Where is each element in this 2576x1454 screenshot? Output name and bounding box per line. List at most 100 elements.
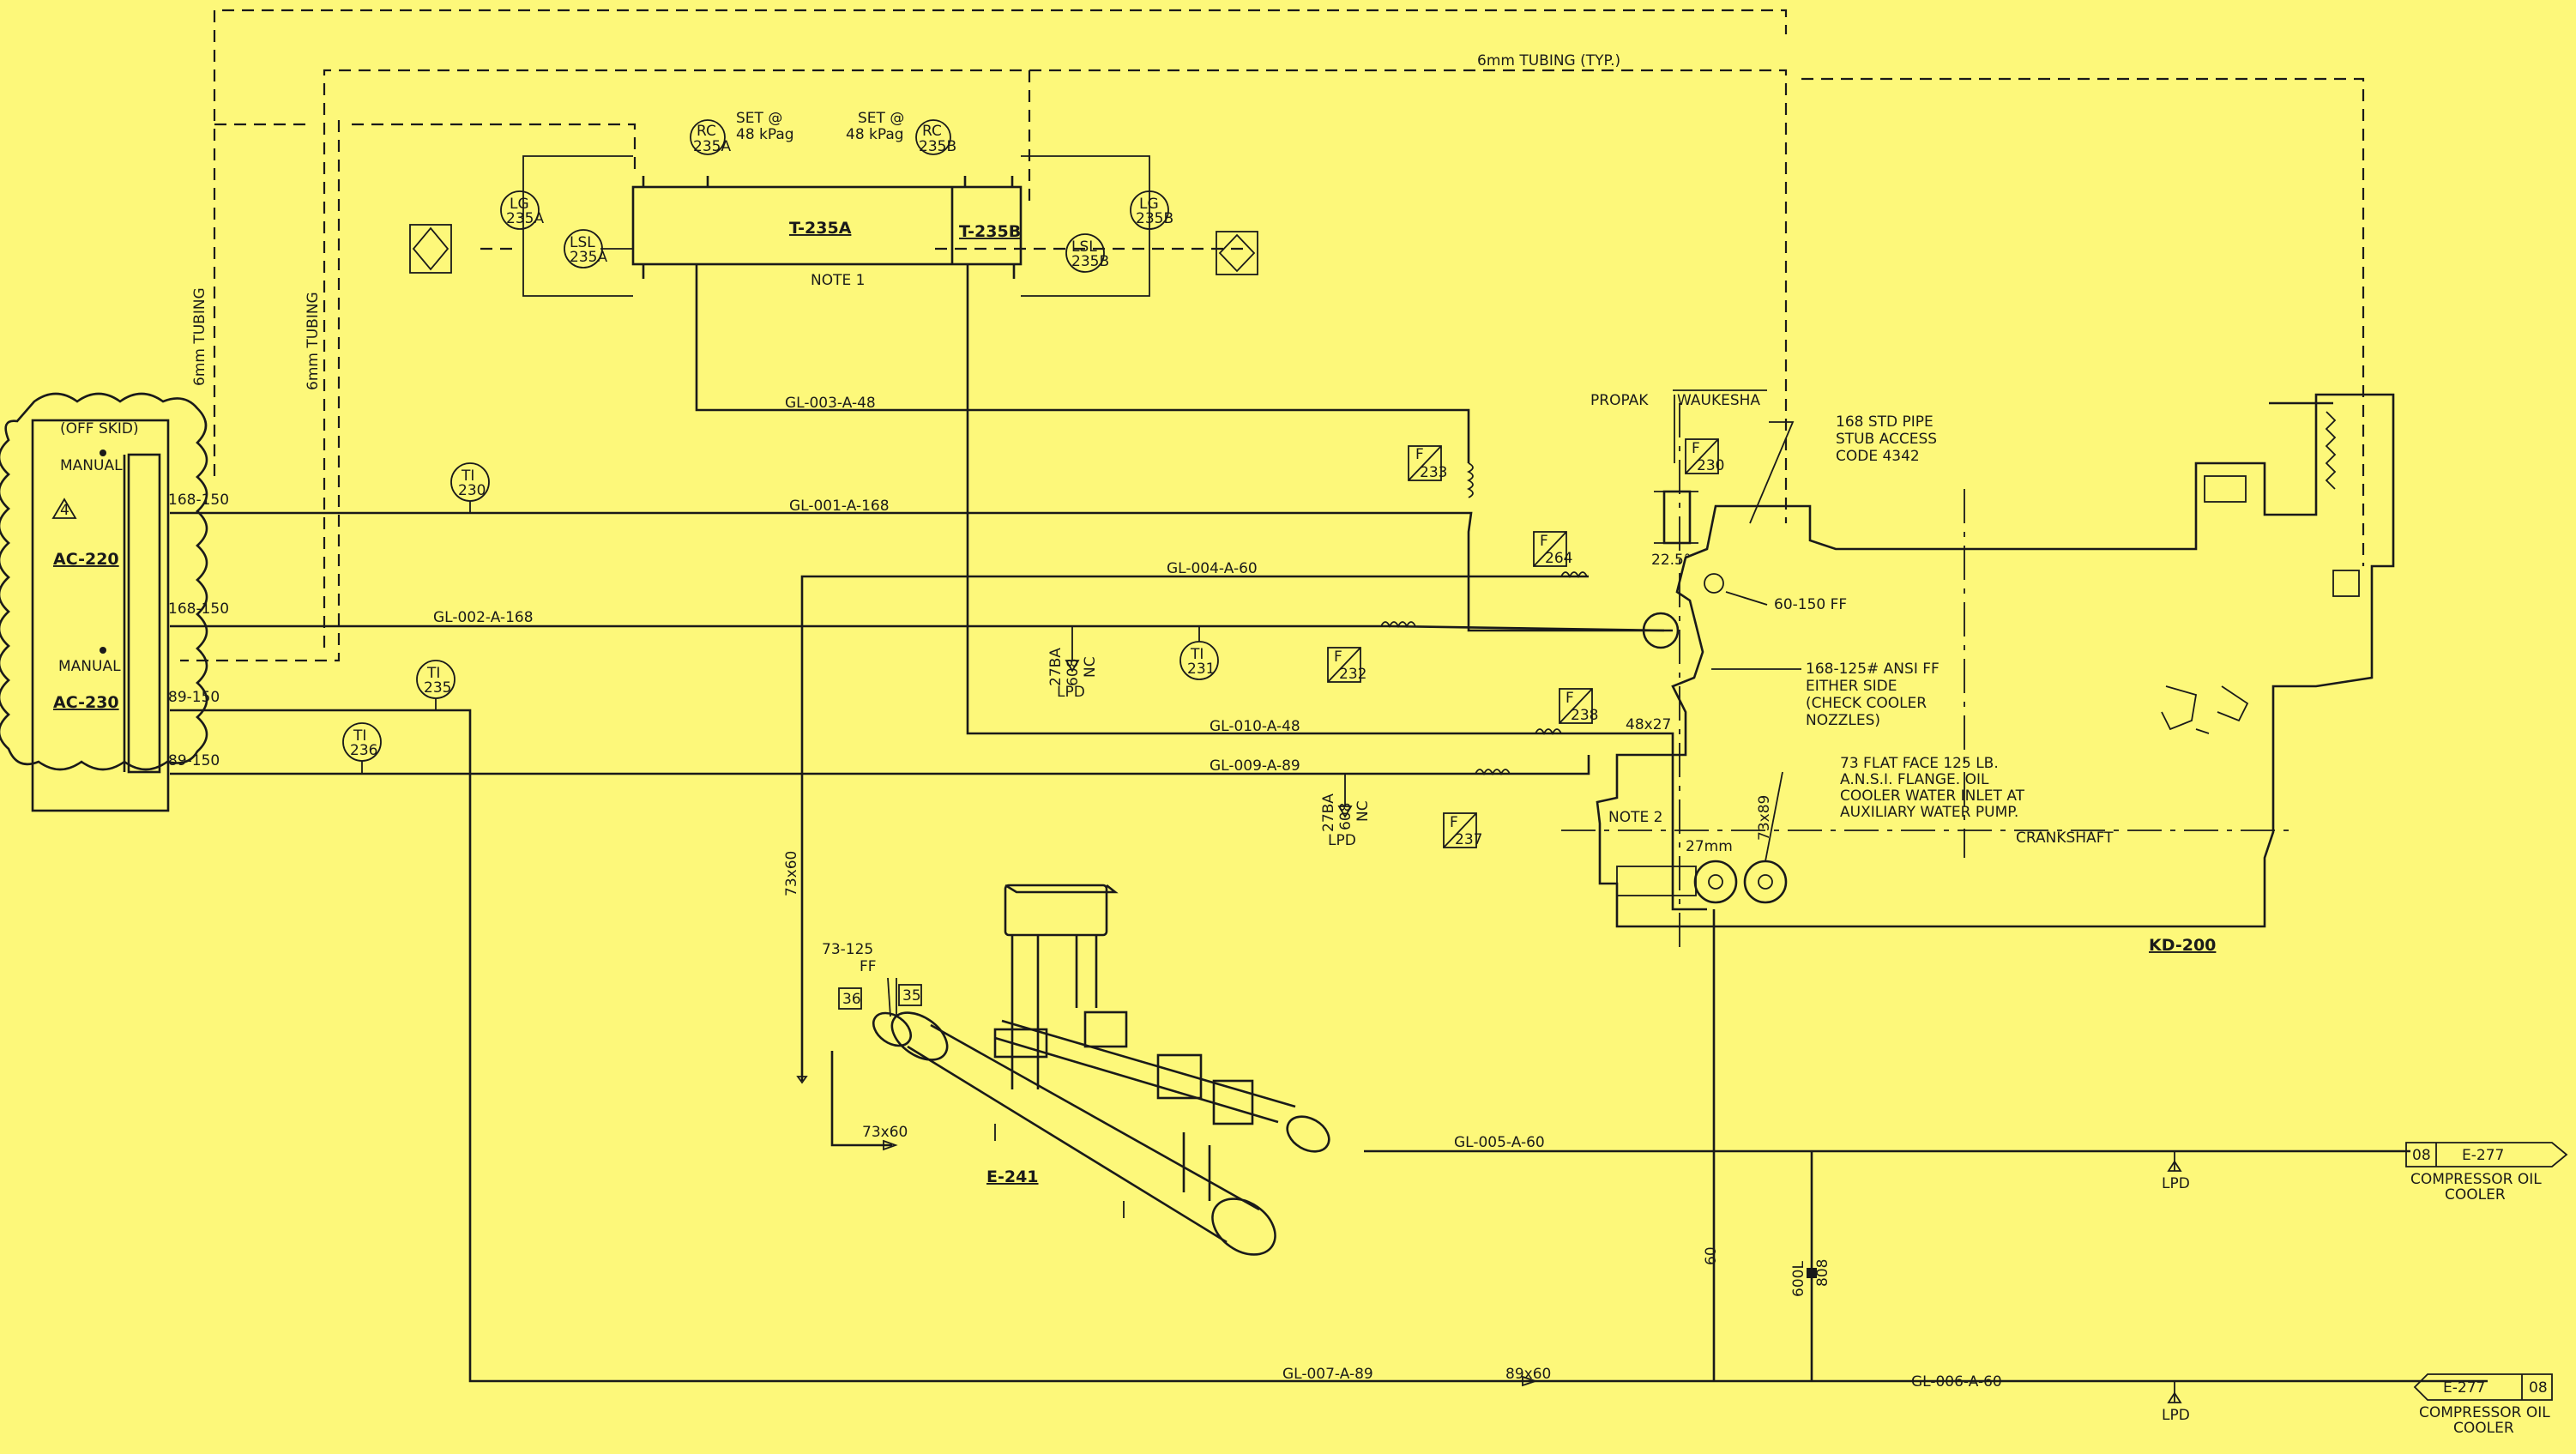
ansi-line-1: 168-125# ANSI FF xyxy=(1806,661,1940,678)
svg-text:235B: 235B xyxy=(1136,210,1173,227)
lsl-235b xyxy=(1065,233,1105,273)
svg-text:LSL: LSL xyxy=(570,234,595,251)
offpage-top: 08 E-277 COMPRESSOR OIL COOLER xyxy=(2405,1142,2568,1204)
tubing-vertical-label-1: 6mm TUBING xyxy=(191,287,208,386)
svg-text:F: F xyxy=(1692,440,1700,457)
size-89-150-b: 89-150 xyxy=(168,752,220,769)
flange-line-2: A.N.S.I. FLANGE. OIL xyxy=(1840,771,1989,788)
svg-text:F: F xyxy=(1334,649,1342,666)
line-gl003: GL-003-A-48 xyxy=(785,395,876,412)
size-48x27: 48x27 xyxy=(1626,716,1671,733)
ac230-label: AC-230 xyxy=(53,693,119,712)
signal-tubing xyxy=(180,9,2365,662)
svg-text:LG: LG xyxy=(510,196,529,213)
svg-text:230: 230 xyxy=(458,482,486,499)
svg-text:236: 236 xyxy=(350,742,377,759)
size-60: 60 xyxy=(1703,1246,1720,1265)
drain-2: 27BA 608 NC LPD xyxy=(1320,774,1372,849)
svg-text:35: 35 xyxy=(902,987,921,1005)
svg-text:NC: NC xyxy=(1082,656,1099,678)
flex-connector-4 xyxy=(1535,728,1562,736)
tubing-vertical-label-2: 6mm TUBING xyxy=(305,292,322,390)
svg-text:TI: TI xyxy=(353,727,366,745)
svg-text:F: F xyxy=(1415,446,1424,463)
lg-235b xyxy=(1130,190,1169,230)
stub-line-1: 168 STD PIPE xyxy=(1836,413,1934,431)
stub-line-2: STUB ACCESS xyxy=(1836,431,1937,448)
ac220-label: AC-220 xyxy=(53,550,119,569)
svg-text:F: F xyxy=(1540,533,1548,550)
tubing-typ-label: 6mm TUBING (TYP.) xyxy=(1477,52,1620,69)
svg-text:608: 608 xyxy=(1065,659,1082,686)
svg-text:08: 08 xyxy=(2412,1147,2431,1164)
lsl-235a xyxy=(564,229,603,268)
flange-line-4: AUXILIARY WATER PUMP. xyxy=(1840,804,2018,821)
fj-tag-230: F 230 xyxy=(1685,438,1724,474)
tank-b-label: T-235B xyxy=(959,222,1021,241)
angle-label: 22.5° xyxy=(1651,552,1691,569)
svg-text:LPD: LPD xyxy=(2162,1407,2190,1424)
propak-label: PROPAK xyxy=(1590,392,1649,409)
fj-tag-233: F 233 xyxy=(1408,445,1447,481)
valve-808: 808 xyxy=(1814,1259,1831,1287)
offpage-bottom: E-277 08 COMPRESSOR OIL COOLER xyxy=(2413,1373,2553,1437)
valve-600l: 600L xyxy=(1790,1261,1807,1297)
svg-text:TI: TI xyxy=(461,468,474,485)
note1-label: NOTE 1 xyxy=(811,272,865,289)
svg-text:F: F xyxy=(1450,814,1458,831)
size-168-150-a: 168-150 xyxy=(168,492,229,509)
line-gl007: GL-007-A-89 xyxy=(1282,1366,1373,1383)
svg-text:235B: 235B xyxy=(1071,253,1109,270)
fj-tag-237: F 237 xyxy=(1443,812,1482,848)
engine-kd200 xyxy=(1561,393,2395,952)
flex-connector-5 xyxy=(1475,769,1511,776)
svg-text:LSL: LSL xyxy=(1071,238,1097,256)
svg-text:RC: RC xyxy=(922,123,942,140)
size-27mm: 27mm xyxy=(1686,838,1733,855)
size-89-150-a: 89-150 xyxy=(168,689,220,706)
svg-text:RC: RC xyxy=(697,123,716,140)
svg-text:COOLER: COOLER xyxy=(2445,1186,2506,1204)
tank-t235 xyxy=(631,176,1023,279)
svg-text:LG: LG xyxy=(1139,196,1159,213)
ansi-line-3: (CHECK COOLER xyxy=(1806,695,1927,712)
svg-text:232: 232 xyxy=(1339,666,1366,683)
svg-text:27BA: 27BA xyxy=(1047,648,1065,686)
stub-line-3: CODE 4342 xyxy=(1836,448,1920,465)
svg-text:231: 231 xyxy=(1187,661,1215,678)
rc-b-set: SET @ xyxy=(858,110,904,127)
fj-tag-238: F 238 xyxy=(1559,688,1598,724)
interlock-box-right xyxy=(1216,231,1258,275)
crankshaft-label: CRANKSHAFT xyxy=(2016,830,2114,847)
line-gl009: GL-009-A-89 xyxy=(1210,757,1300,775)
rc-a-set: SET @ xyxy=(736,110,782,127)
svg-text:264: 264 xyxy=(1545,550,1572,567)
svg-text:237: 237 xyxy=(1455,831,1482,848)
ti-230: TI 230 xyxy=(450,462,490,513)
drain-1: 27BA 608 NC LPD xyxy=(1047,626,1099,701)
ansi-line-4: NOZZLES) xyxy=(1806,712,1880,729)
svg-text:TI: TI xyxy=(426,665,440,682)
line-gl006: GL-006-A-60 xyxy=(1911,1373,2002,1391)
svg-text:235B: 235B xyxy=(919,138,956,155)
interlock-diamond-right-icon xyxy=(1218,233,1256,273)
svg-text:LPD: LPD xyxy=(2162,1175,2190,1192)
size-73x60-horizontal: 73x60 xyxy=(862,1124,908,1141)
size-168-150-b: 168-150 xyxy=(168,600,229,618)
ff60-label: 60-150 FF xyxy=(1774,596,1847,613)
process-lines xyxy=(170,279,2488,1383)
line-gl004: GL-004-A-60 xyxy=(1167,560,1258,577)
rc-235b: RC 235B xyxy=(915,119,956,155)
kd200-label: KD-200 xyxy=(2149,936,2216,955)
ti-231: TI 231 xyxy=(1179,626,1219,680)
e241-label: E-241 xyxy=(986,1167,1039,1186)
svg-text:36: 36 xyxy=(842,991,861,1008)
svg-text:235A: 235A xyxy=(570,249,607,266)
svg-text:233: 233 xyxy=(1420,464,1447,481)
svg-text:08: 08 xyxy=(2529,1379,2548,1397)
tag-35 xyxy=(898,984,922,1006)
fj-tag-232: F 232 xyxy=(1327,647,1366,683)
off-skid-label: (OFF SKID) xyxy=(60,420,139,437)
